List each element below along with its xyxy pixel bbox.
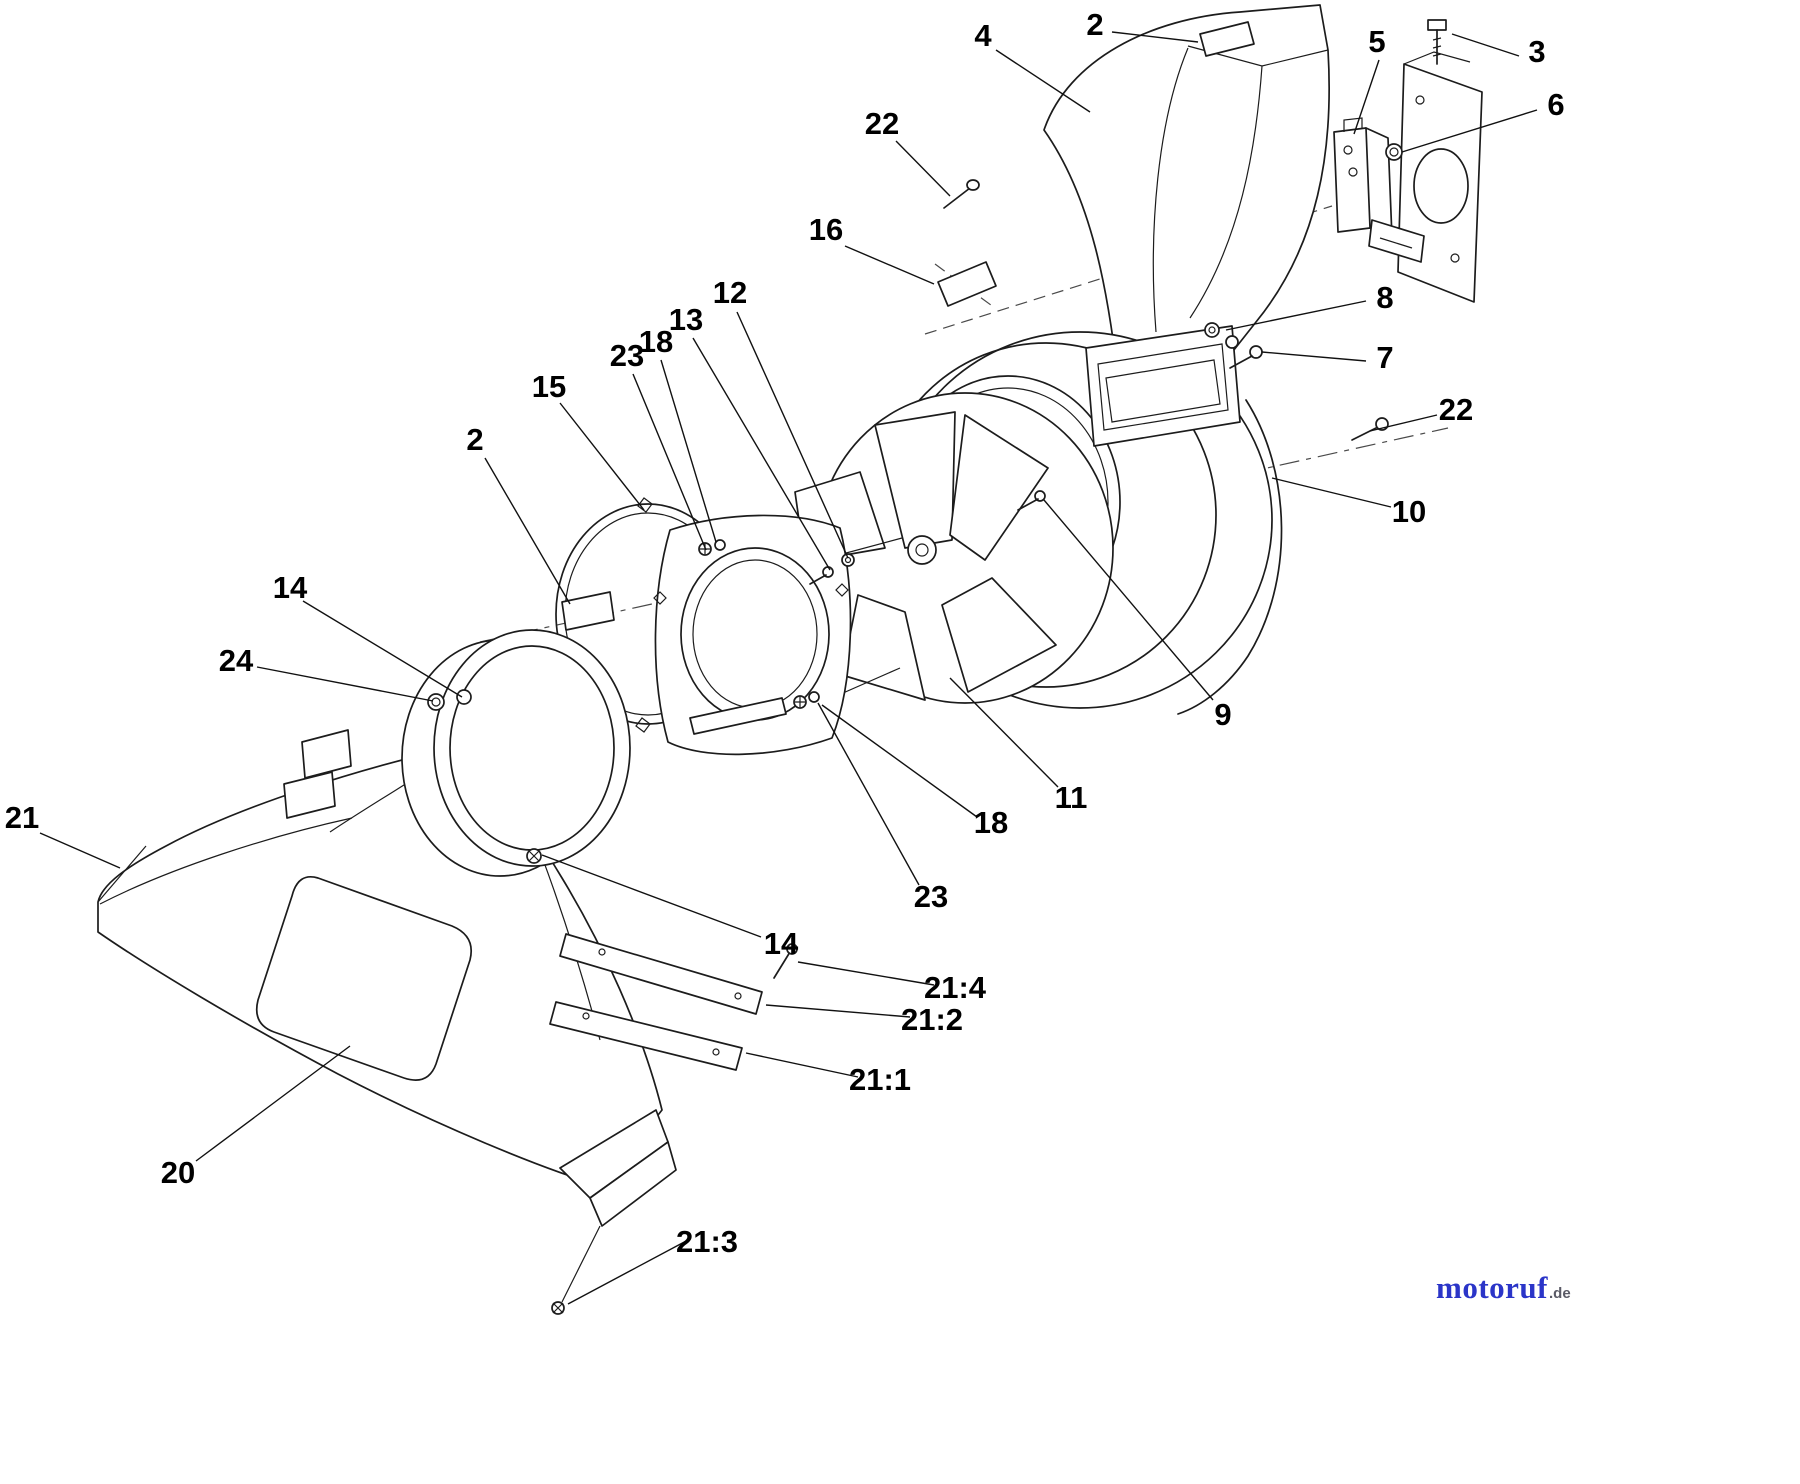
callout-label: 13 [668, 302, 704, 337]
callout-part-7: 7 [1376, 340, 1393, 376]
callout-label: 21:4 [923, 970, 987, 1005]
callout-label: 8 [1376, 280, 1394, 315]
bracket-lower [1368, 219, 1425, 263]
callout-part-10: 10 [1392, 494, 1426, 530]
callout-part-18-b: 18 [974, 805, 1008, 841]
bolt-14-upper [456, 689, 472, 705]
left-brackets [283, 729, 352, 819]
bolt-6 [1385, 143, 1403, 161]
callout-label: 2 [466, 422, 484, 457]
bolt-22-upper [943, 179, 980, 209]
callout-part-21-3: 21:3 [676, 1224, 738, 1260]
callout-label: 23 [609, 338, 645, 373]
deflector-panel-20 [255, 876, 472, 1081]
callout-part-4: 4 [974, 18, 991, 54]
callout-label: 16 [808, 212, 844, 247]
callout-part-18-a: 18 [639, 324, 673, 360]
callout-label: 18 [638, 324, 674, 359]
callout-part-23-b: 23 [914, 879, 948, 915]
strap-21-2 [559, 933, 763, 1015]
callout-label: 20 [160, 1155, 196, 1190]
watermark-tld: .de [1548, 1285, 1571, 1302]
callout-part-9: 9 [1214, 697, 1231, 733]
nut-24 [427, 693, 445, 711]
callout-part-14-b: 14 [764, 926, 798, 962]
callout-part-20: 20 [161, 1155, 195, 1191]
callout-label: 18 [973, 805, 1009, 840]
callout-label: 10 [1391, 494, 1427, 529]
mount-plate [1397, 51, 1483, 303]
outlet-box [1085, 325, 1241, 447]
bolt-22-right [1351, 417, 1389, 441]
pin-21-4 [773, 943, 798, 979]
watermark-logo: motoruf.de [1436, 1270, 1571, 1306]
callout-part-15: 15 [532, 369, 566, 405]
callout-part-21-1: 21:1 [849, 1062, 911, 1098]
decal-plate-2 [561, 591, 615, 631]
callout-label: 9 [1214, 697, 1232, 732]
bolt-14-lower [526, 848, 542, 864]
callout-part-24: 24 [219, 643, 253, 679]
callout-label: 21:1 [848, 1062, 912, 1097]
flange-plate [653, 514, 852, 756]
callout-label: 21 [4, 800, 40, 835]
callout-part-5: 5 [1368, 24, 1385, 60]
callout-label: 3 [1528, 34, 1546, 69]
callout-label: 7 [1376, 340, 1394, 375]
callout-part-21-4: 21:4 [924, 970, 986, 1006]
callout-part-16: 16 [809, 212, 843, 248]
callout-part-21-2: 21:2 [901, 1002, 963, 1038]
callout-part-13: 13 [669, 302, 703, 338]
callout-part-2-b: 2 [466, 422, 483, 458]
bracket-5 [1333, 117, 1393, 239]
callout-label: 22 [1438, 392, 1474, 427]
callout-label: 12 [712, 275, 748, 310]
callout-label: 14 [272, 570, 308, 605]
chute-decal-2 [1199, 21, 1255, 57]
shaft-bolt-9 [1017, 490, 1046, 511]
callout-label: 2 [1086, 7, 1104, 42]
impeller-11 [794, 392, 1114, 704]
strap-21-1 [549, 1001, 743, 1071]
callout-label: 15 [531, 369, 567, 404]
callout-part-8: 8 [1376, 280, 1393, 316]
callout-label: 6 [1547, 87, 1565, 122]
callout-label: 4 [974, 18, 992, 53]
callout-part-23-a: 23 [610, 338, 644, 374]
callout-label: 21:2 [900, 1002, 964, 1037]
callout-label: 21:3 [675, 1224, 739, 1259]
callout-label: 5 [1368, 24, 1386, 59]
callout-label: 23 [913, 879, 949, 914]
callout-label: 14 [763, 926, 799, 961]
tag-16 [937, 261, 997, 307]
screw-21-3 [551, 1301, 565, 1315]
callout-part-12: 12 [713, 275, 747, 311]
callout-part-21: 21 [5, 800, 39, 836]
callout-label: 24 [218, 643, 254, 678]
callout-part-11: 11 [1055, 780, 1088, 816]
callout-part-22-b: 22 [1439, 392, 1473, 428]
callout-part-14-a: 14 [273, 570, 307, 606]
washers-8 [1204, 322, 1239, 349]
collar-flange [401, 629, 631, 877]
chute-4 [1043, 4, 1331, 379]
leader-lines [39, 31, 1538, 1305]
bolt-3 [1427, 19, 1447, 65]
callout-label: 11 [1054, 780, 1088, 815]
callout-part-22-a: 22 [865, 106, 899, 142]
callout-label: 22 [864, 106, 900, 141]
callout-part-6: 6 [1547, 87, 1564, 123]
callout-part-2: 2 [1086, 7, 1103, 43]
callout-part-3: 3 [1528, 34, 1545, 70]
watermark-brand: motoruf [1436, 1270, 1548, 1305]
